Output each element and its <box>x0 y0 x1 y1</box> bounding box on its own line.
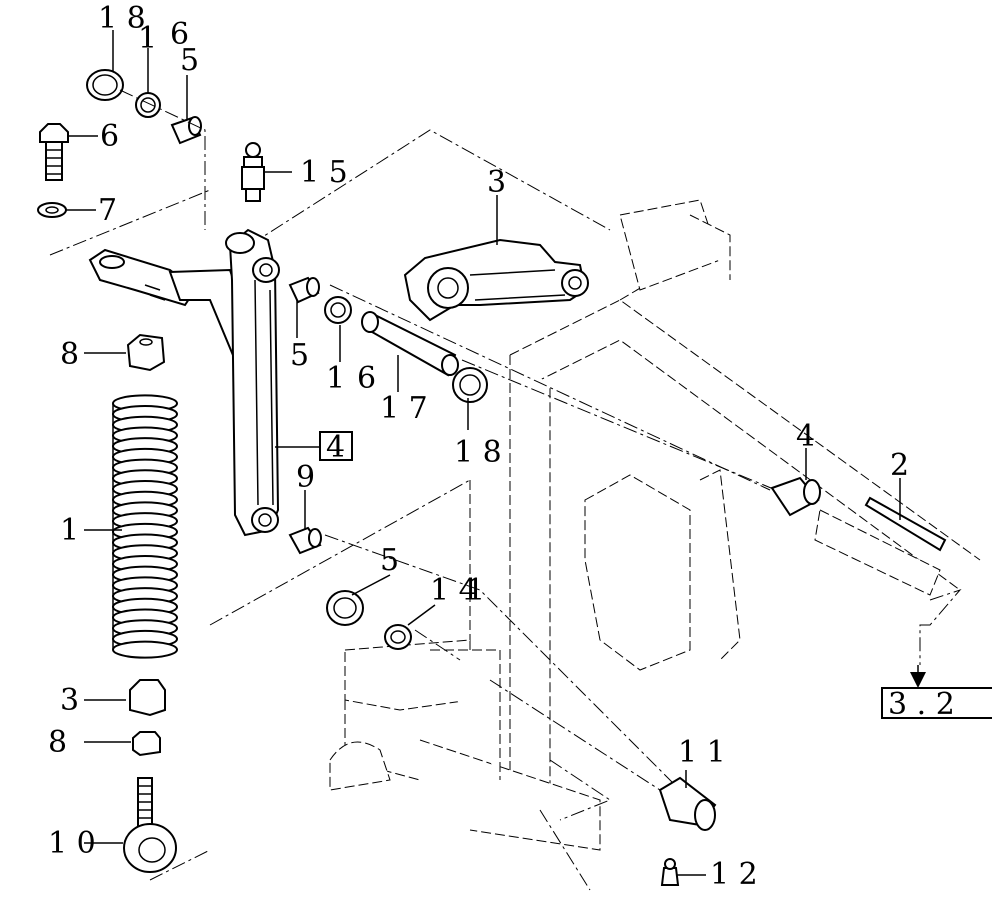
callout-label: 1 5 <box>300 155 348 190</box>
callout-label: 3 . 2 <box>888 687 955 722</box>
leader-lines <box>66 30 926 876</box>
bushing-part <box>170 116 202 145</box>
callout-label: 1 2 <box>710 857 758 892</box>
bolt-part <box>39 123 69 181</box>
callout-label: 7 <box>98 193 117 228</box>
nut-part <box>132 731 161 757</box>
callout-label: 3 <box>487 165 506 200</box>
callout-label: 1 1 <box>678 735 726 770</box>
callout-label: 1 0 <box>48 826 96 861</box>
callout-label: 1 8 <box>454 435 502 470</box>
circlip-part <box>326 590 364 626</box>
bushing-part <box>288 526 322 555</box>
eye-bolt-part <box>123 777 177 873</box>
callout-label: 1 <box>466 573 485 608</box>
callout-label: 1 7 <box>380 391 428 426</box>
nut-part <box>126 333 166 372</box>
nut-part <box>129 679 166 717</box>
bracket-part <box>88 248 247 362</box>
callout-label: 1 <box>60 513 79 548</box>
circlip-part <box>452 367 488 403</box>
washer-part <box>384 624 412 650</box>
washer-part <box>135 92 161 118</box>
bushing-part <box>770 476 821 517</box>
callout-label: 1 <box>138 21 157 56</box>
lever-part <box>403 238 589 322</box>
grease-nipple-part <box>241 142 265 202</box>
callout-label: 1 4 <box>430 573 478 608</box>
callout-label: 5 <box>290 338 309 373</box>
pin-part <box>658 776 717 831</box>
callout-label: 3 <box>60 683 79 718</box>
boxed-ref-4: 4 <box>319 430 353 465</box>
callout-label: 8 <box>60 337 79 372</box>
callout-label: 6 <box>357 361 376 396</box>
callout-label: 5 <box>180 43 199 78</box>
callout-labels: 1 8 1 6 5 6 1 5 7 3 8 5 1 6 1 7 1 8 4 2 … <box>48 1 909 892</box>
callout-label: 6 <box>100 119 119 154</box>
grease-nipple-part <box>660 858 680 886</box>
callout-label: 1 8 <box>98 1 146 36</box>
pin-part <box>864 496 947 552</box>
spring-part <box>112 394 178 659</box>
washer-part <box>324 296 352 324</box>
circlip-part <box>86 69 124 101</box>
link-bar-part <box>225 228 280 537</box>
callout-label: 4 <box>796 419 815 454</box>
callout-label: 8 <box>48 725 67 760</box>
washer-part <box>37 202 67 218</box>
callout-label: 4 <box>326 430 345 465</box>
boxed-ref-section[interactable]: 3 . 2 <box>881 687 992 722</box>
ghost-frame <box>49 129 981 891</box>
callout-label: 6 <box>170 17 189 52</box>
callout-label: 2 <box>890 448 909 483</box>
spring-coil <box>112 640 178 659</box>
callout-label: 5 <box>380 543 399 578</box>
pin-part <box>361 311 459 377</box>
callout-label: 9 <box>296 460 315 495</box>
bushing-part <box>288 276 320 304</box>
callout-label: 1 <box>326 361 345 396</box>
